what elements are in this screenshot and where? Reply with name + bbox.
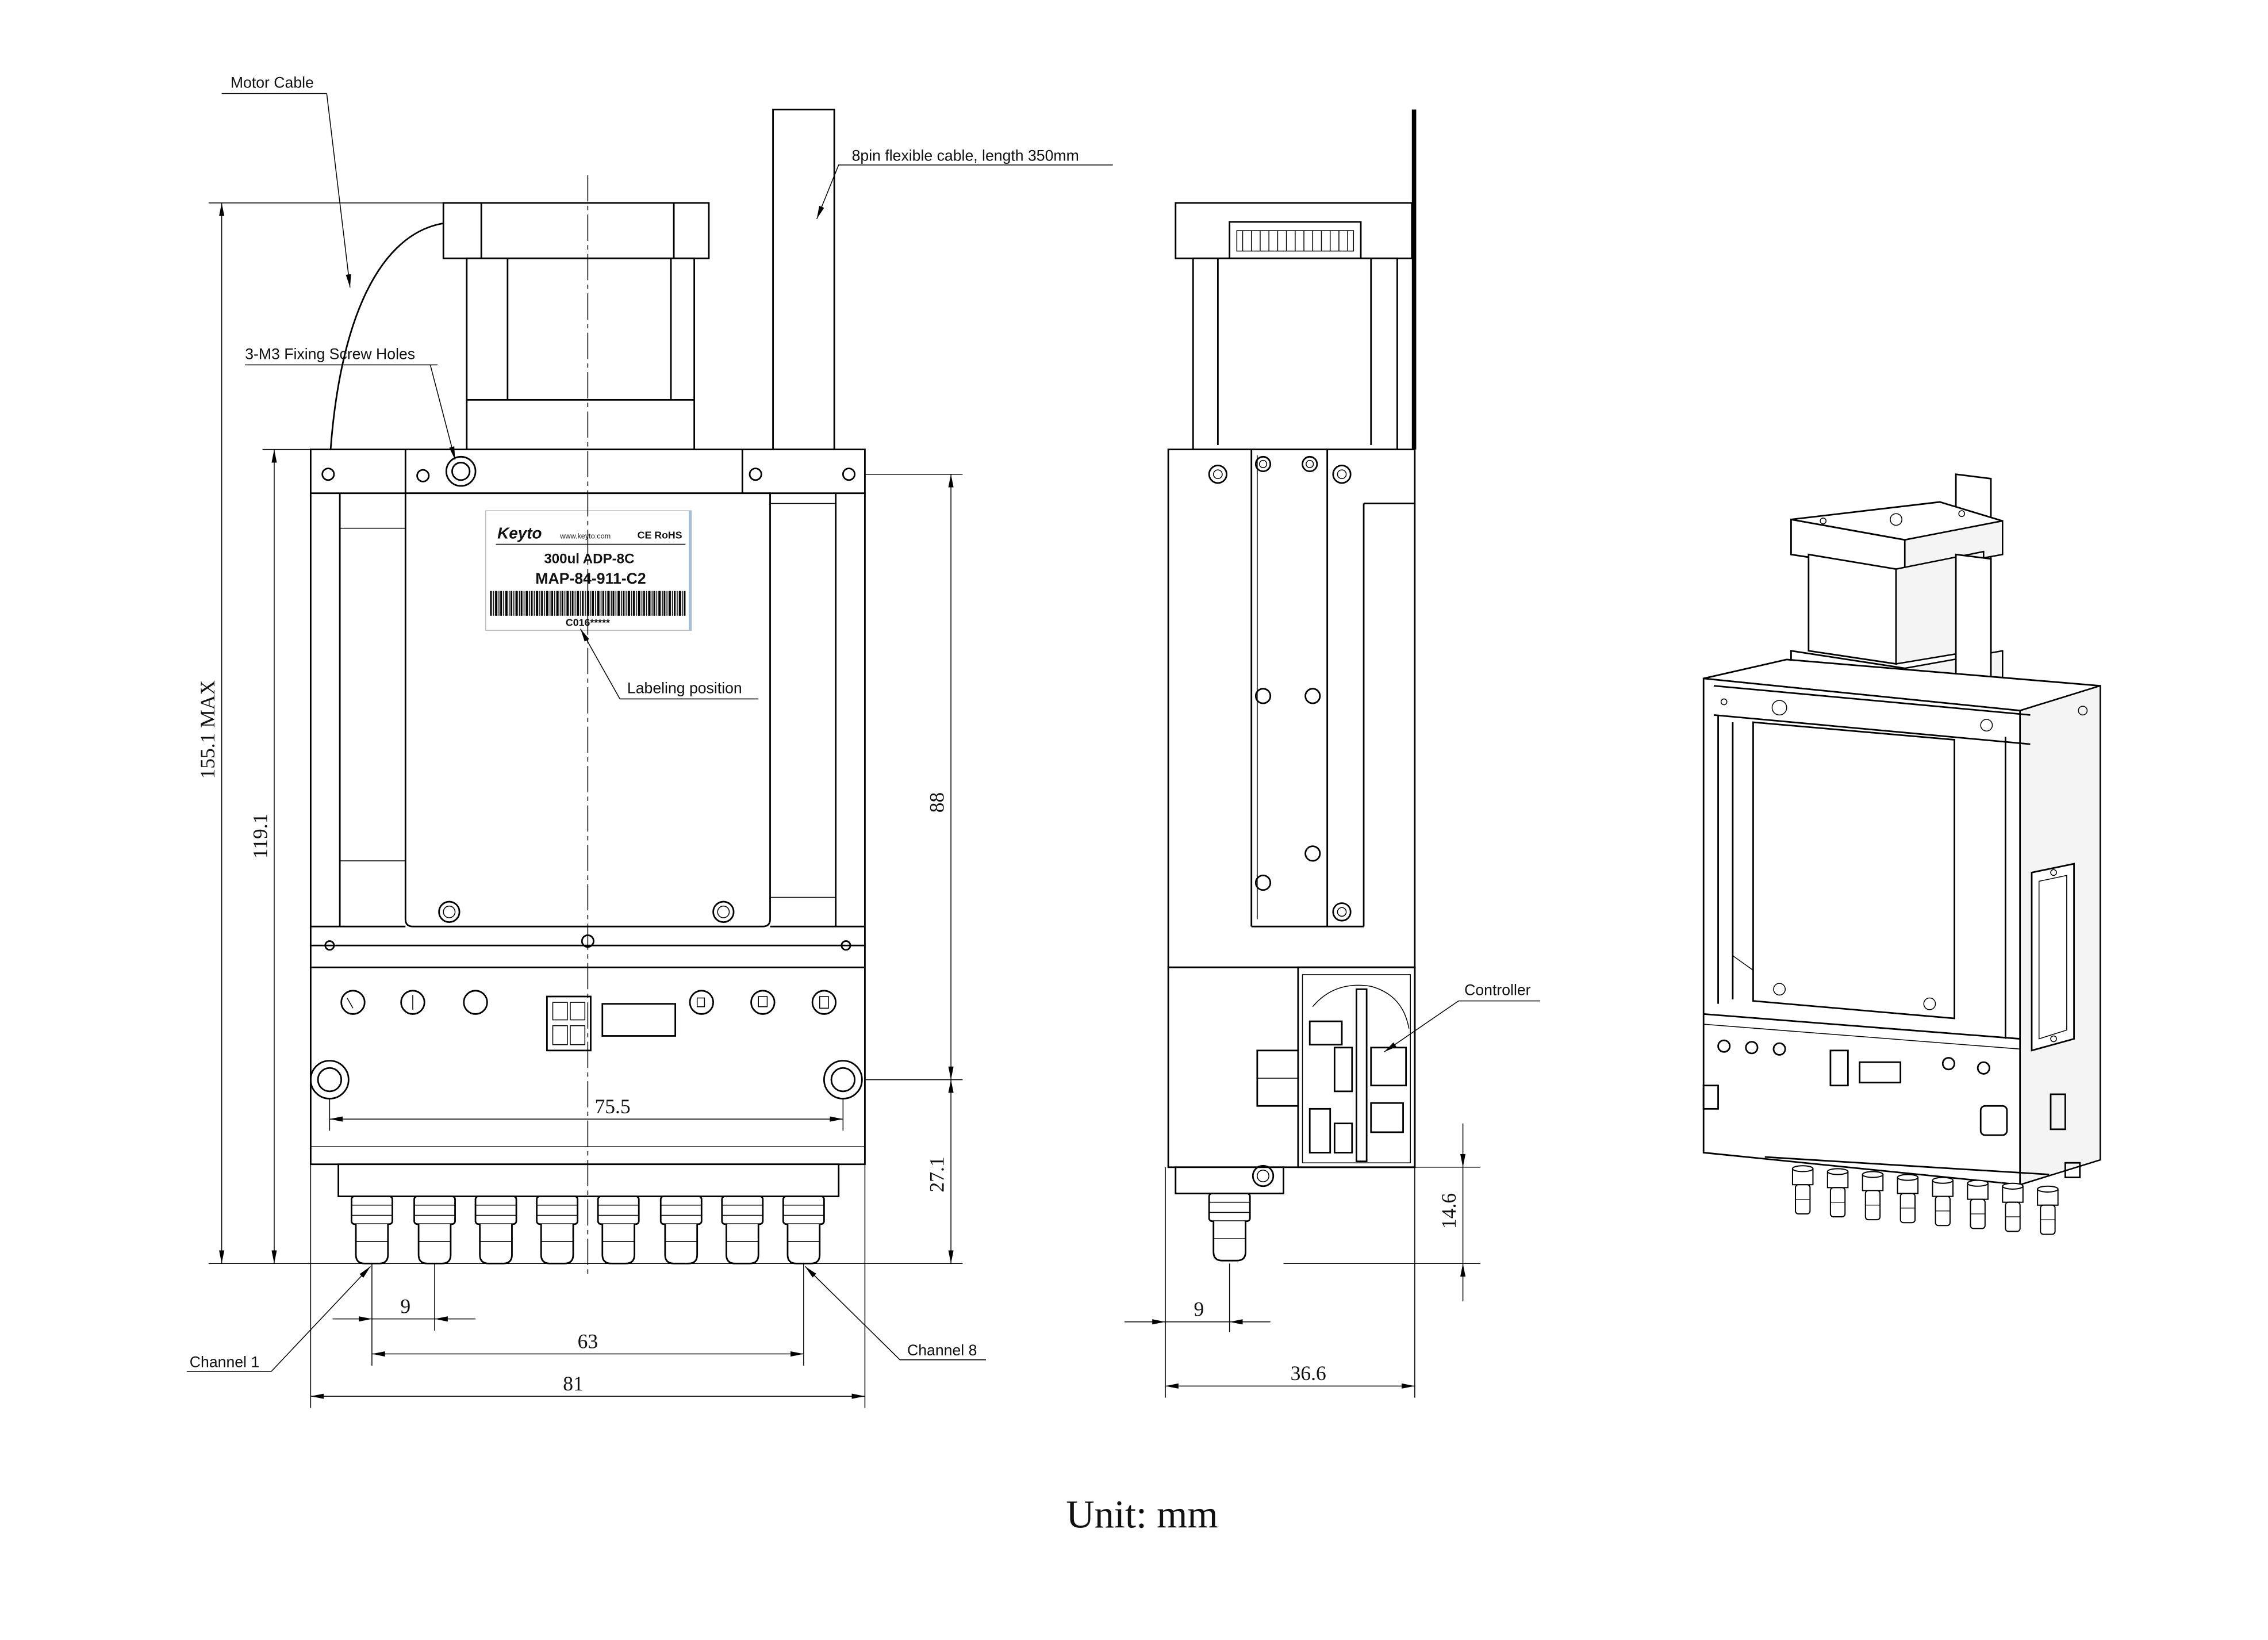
iso-tip-2 <box>1826 1168 1849 1218</box>
dim-mount-hole-spacing-label: 75.5 <box>594 1095 630 1118</box>
iso-ethernet-connector <box>1829 1049 1849 1087</box>
dim-channel-span: 63 <box>371 1263 804 1366</box>
callout-flex-cable: 8pin flexible cable, length 350mm <box>816 147 1113 220</box>
dim-lower-height: 27.1 <box>925 1079 954 1264</box>
iso-body <box>1702 658 2101 1186</box>
channel-tip-3 <box>474 1195 517 1265</box>
iso-tip-1 <box>1791 1165 1814 1214</box>
callout-screw-holes: 3-M3 Fixing Screw Holes <box>245 345 456 460</box>
product-label: Keyto www.keyto.com CE RoHS 300ul ADP-8C… <box>485 510 692 631</box>
screw <box>712 901 735 923</box>
body-frame <box>309 493 866 946</box>
iso-front-cover <box>1752 721 1955 1020</box>
callout-controller: Controller <box>1384 981 1541 1053</box>
front-view: Keyto www.keyto.com CE RoHS 300ul ADP-8C… <box>186 74 1113 1408</box>
dim-channel-span-label: 63 <box>578 1329 598 1352</box>
label-model: 300ul ADP-8C <box>544 551 634 566</box>
port-hole <box>689 990 714 1015</box>
motor-cable <box>328 223 444 465</box>
dim-body-height-label: 119.1 <box>248 814 271 859</box>
dim-tip-length: 14.6 <box>1283 1123 1481 1302</box>
screw <box>416 469 430 482</box>
callout-channel-1: Channel 1 <box>186 1266 371 1372</box>
isometric-view <box>1702 473 2101 1235</box>
screw <box>749 468 762 481</box>
dim-upper-height-label: 88 <box>925 792 948 813</box>
controller-label: Controller <box>1464 981 1531 998</box>
dim-overall-height: 155.1 MAX <box>196 202 444 1264</box>
dim-channel-pitch-label: 9 <box>400 1294 410 1317</box>
dim-tip-length-label: 14.6 <box>1437 1193 1460 1229</box>
dim-overall-width-label: 81 <box>563 1372 584 1395</box>
dim-overall-depth-label: 36.6 <box>1291 1362 1326 1385</box>
dim-overall-depth: 36.6 <box>1165 1167 1415 1398</box>
flex-cable-label: 8pin flexible cable, length 350mm <box>852 147 1079 164</box>
dim-lower-height-label: 27.1 <box>925 1156 948 1192</box>
channel-tip-2 <box>413 1195 456 1265</box>
callout-motor-cable: Motor Cable <box>221 74 351 288</box>
dim-channel-pitch: 9 <box>332 1263 476 1366</box>
motor-cable-label: Motor Cable <box>231 74 314 91</box>
label-certifications: CE RoHS <box>638 529 682 541</box>
iso-tip-7 <box>2002 1182 2024 1232</box>
channel-tip-4 <box>536 1195 579 1265</box>
dim-mount-hole-spacing: 75.5 <box>329 1095 844 1131</box>
channel-tip-6 <box>659 1195 703 1265</box>
labeling-position-label: Labeling position <box>627 679 742 696</box>
motor-front <box>442 202 710 451</box>
port-hole <box>811 990 837 1015</box>
callout-channel-8: Channel 8 <box>804 1266 986 1361</box>
motor-side <box>1175 202 1413 451</box>
iso-tip-6 <box>1967 1179 1989 1229</box>
side-view: 14.6 9 36.6 Controller <box>1125 109 1541 1398</box>
connector-label <box>601 1003 677 1037</box>
dim-overall-width: 81 <box>310 1164 866 1408</box>
flex-cable-side <box>1411 109 1417 450</box>
port-hole <box>400 990 425 1015</box>
channel-1-label: Channel 1 <box>190 1353 259 1370</box>
iso-tip-8 <box>2037 1185 2059 1235</box>
screw-holes-label: 3-M3 Fixing Screw Holes <box>245 345 415 362</box>
iso-connector-label <box>1859 1061 1902 1084</box>
iso-tip-5 <box>1932 1177 1954 1227</box>
m3-fixing-hole <box>445 455 477 487</box>
dim-overall-height-label: 155.1 MAX <box>196 680 219 779</box>
port-hole <box>340 990 366 1015</box>
controller-board <box>1256 966 1416 1168</box>
iso-side-panel <box>2031 863 2075 1052</box>
channel-tip-1 <box>351 1195 393 1265</box>
side-channel-tip <box>1208 1193 1251 1262</box>
iso-tip-4 <box>1897 1174 1919 1224</box>
unit-note: Unit: mm <box>1066 1492 1218 1536</box>
label-brand: Keyto <box>497 524 542 542</box>
screw <box>842 468 856 481</box>
ethernet-connector <box>546 995 592 1052</box>
dim-tip-offset: 9 <box>1125 1167 1271 1398</box>
lower-body-side <box>1167 966 1416 1194</box>
label-part-number: MAP-84-911-C2 <box>535 570 646 587</box>
iso-tip-3 <box>1862 1171 1884 1221</box>
callout-labeling-position: Labeling position <box>580 629 759 700</box>
channel-8-label: Channel 8 <box>907 1342 977 1359</box>
dim-tip-offset-label: 9 <box>1194 1298 1204 1321</box>
flex-cable <box>772 109 835 451</box>
dim-body-height: 119.1 <box>248 449 311 1264</box>
body-side <box>1167 449 1416 968</box>
label-website: www.keyto.com <box>559 532 611 540</box>
port-hole <box>463 990 488 1015</box>
channel-tip-8 <box>782 1195 825 1265</box>
screw <box>438 901 460 923</box>
dim-upper-height: 88 <box>865 473 963 1080</box>
screw <box>321 468 335 481</box>
port-hole <box>750 990 776 1015</box>
channel-tip-7 <box>721 1195 764 1265</box>
channel-tip-5 <box>597 1195 640 1265</box>
